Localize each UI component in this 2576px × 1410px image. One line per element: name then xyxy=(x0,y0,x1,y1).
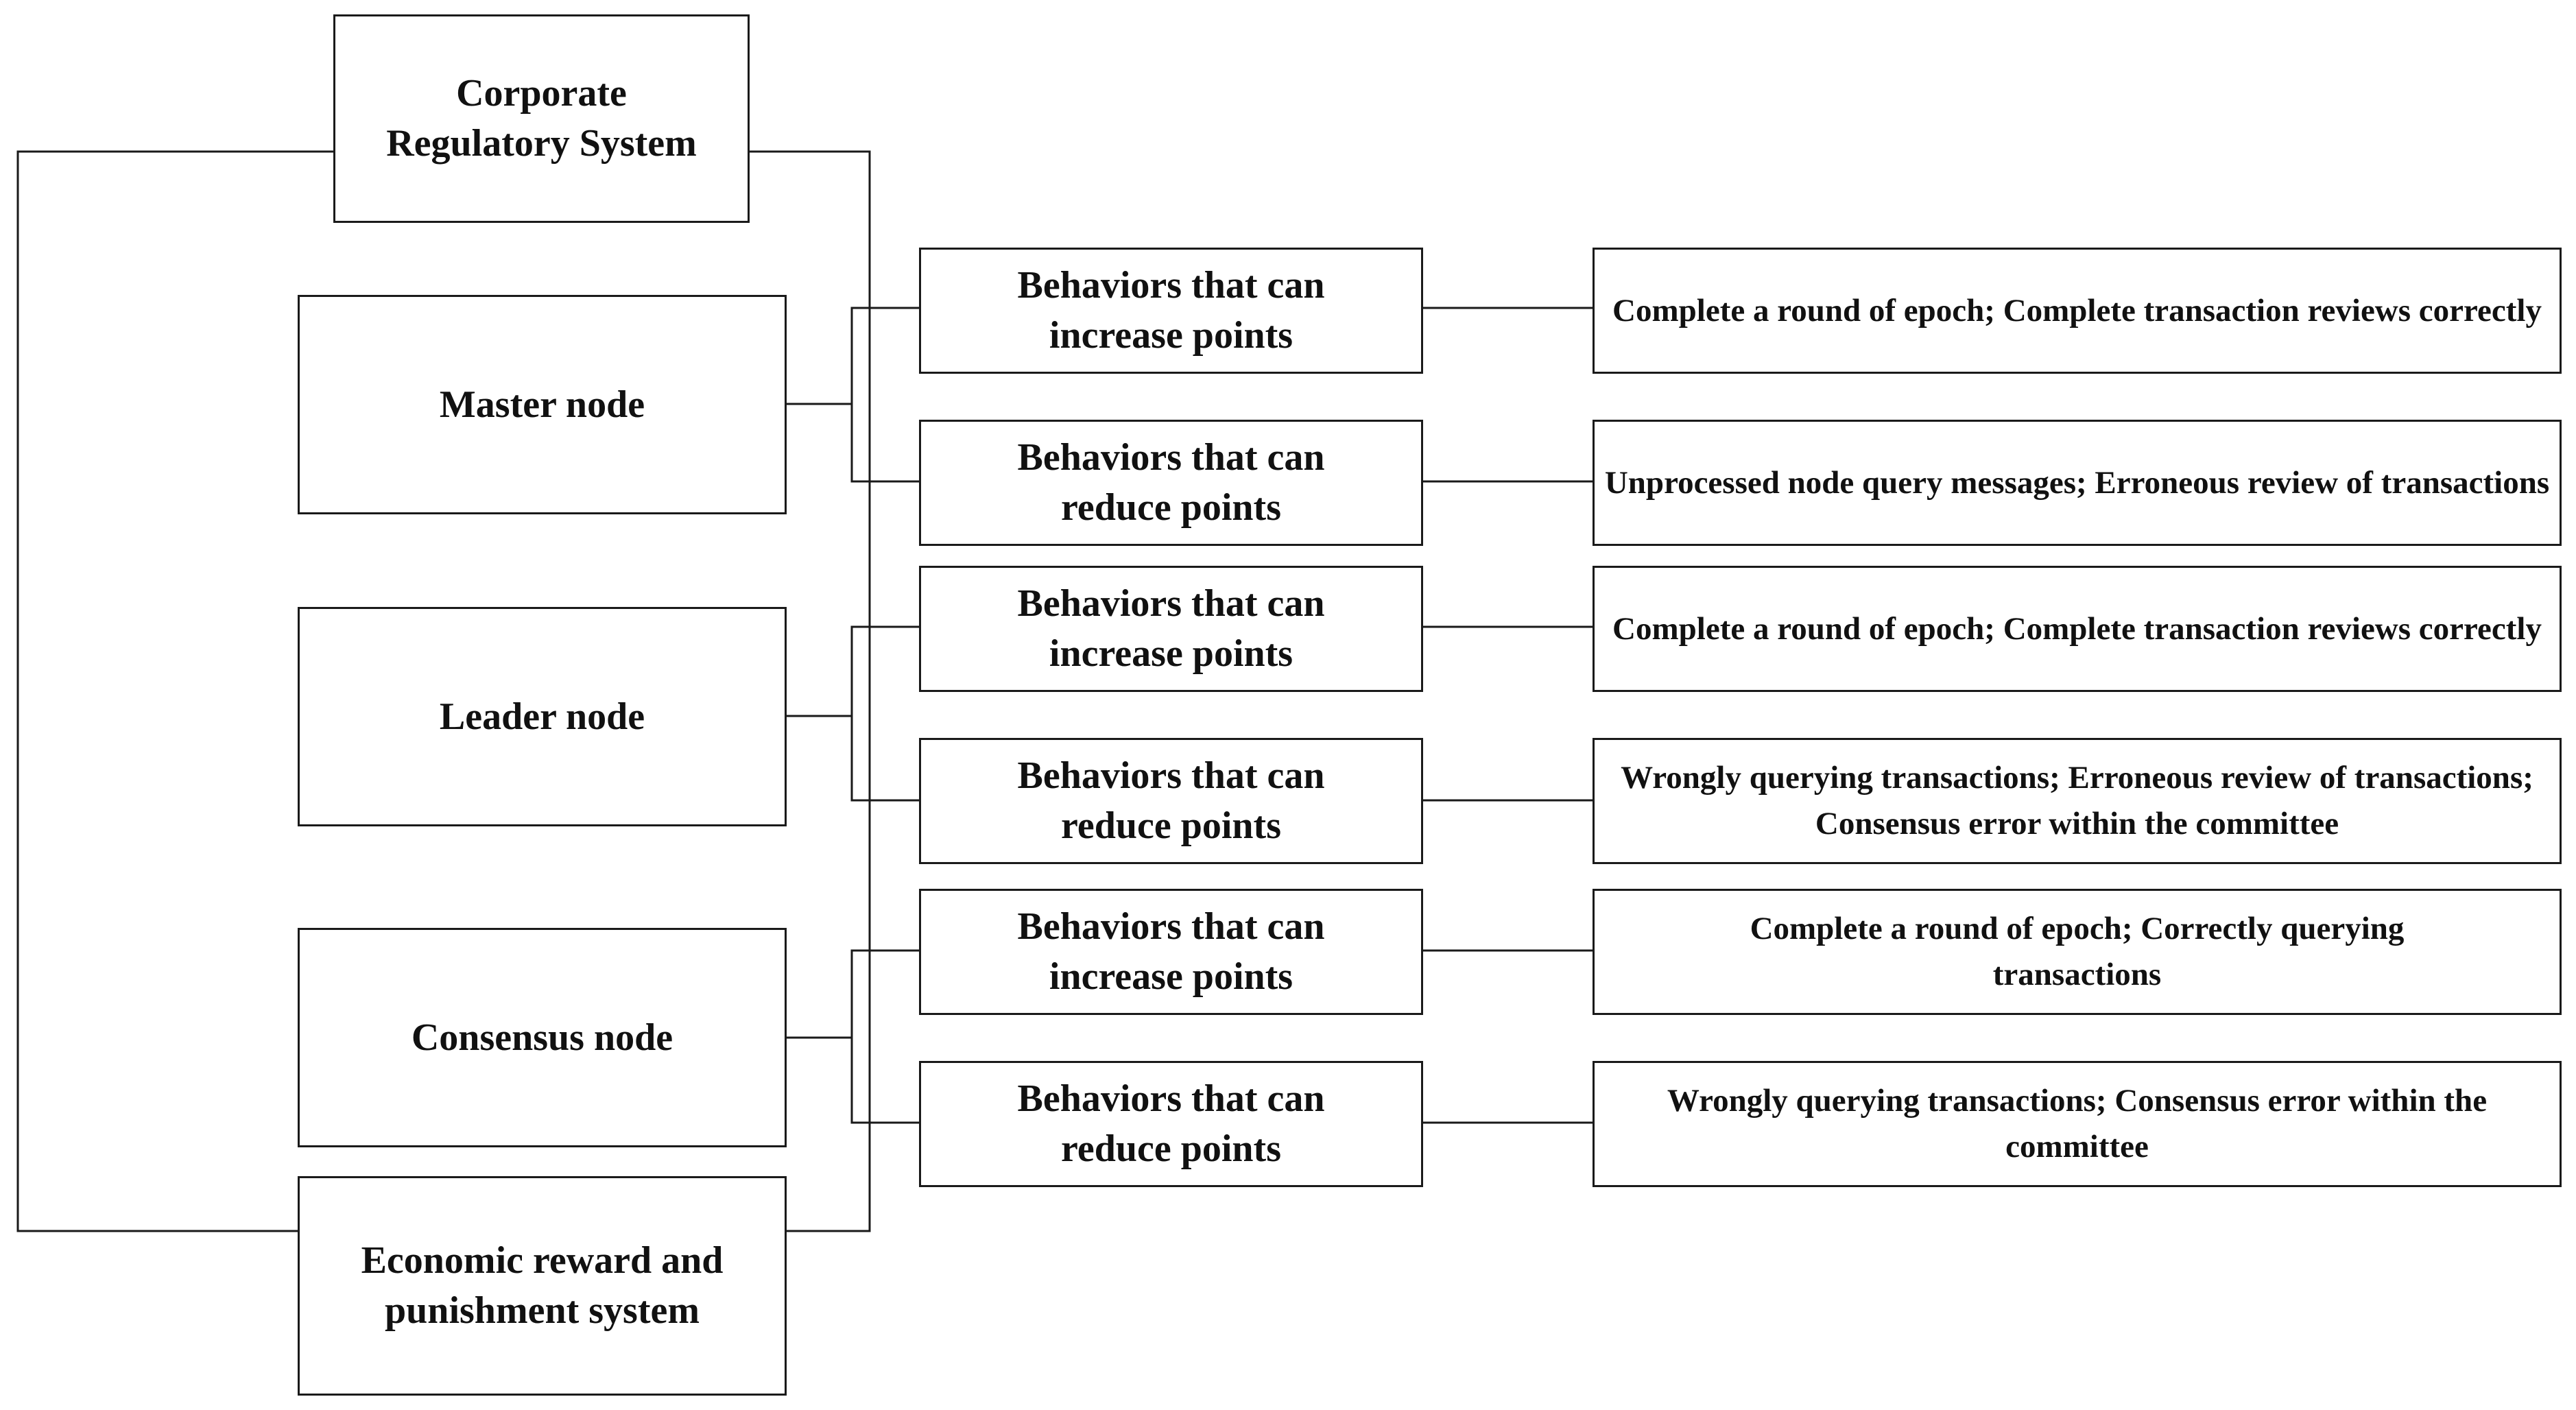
leader-reduce-box: Behaviors that can reduce points xyxy=(919,738,1423,864)
behavior-detail-text: Unprocessed node query messages; Erroneo… xyxy=(1604,464,2550,501)
behavior-detail-text: Wrongly querying transactions; Consensus… xyxy=(1667,1083,2488,1164)
behavior-label: Behaviors that can increase points xyxy=(1017,582,1325,675)
behavior-detail-text: Complete a round of epoch; Complete tran… xyxy=(1612,292,2542,328)
master-reduce-box: Behaviors that can reduce points xyxy=(919,420,1423,546)
consensus-increase-box: Behaviors that can increase points xyxy=(919,889,1423,1015)
behavior-label: Behaviors that can increase points xyxy=(1017,905,1325,998)
behavior-detail-text: Complete a round of epoch; Correctly que… xyxy=(1750,911,2405,992)
master-reduce-detail-box: Unprocessed node query messages; Erroneo… xyxy=(1593,420,2562,546)
consensus-node-box: Consensus node xyxy=(298,928,787,1147)
consensus-increase-detail-box: Complete a round of epoch; Correctly que… xyxy=(1593,889,2562,1015)
economic-system-box: Economic reward and punishment system xyxy=(298,1176,787,1396)
leader-increase-box: Behaviors that can increase points xyxy=(919,566,1423,692)
behavior-label: Behaviors that can reduce points xyxy=(1017,754,1325,847)
leader-reduce-detail-box: Wrongly querying transactions; Erroneous… xyxy=(1593,738,2562,864)
master-increase-box: Behaviors that can increase points xyxy=(919,248,1423,374)
behavior-detail-text: Complete a round of epoch; Complete tran… xyxy=(1612,610,2542,647)
master-increase-detail-box: Complete a round of epoch; Complete tran… xyxy=(1593,248,2562,374)
consensus-reduce-detail-box: Wrongly querying transactions; Consensus… xyxy=(1593,1061,2562,1187)
leader-node-label: Leader node xyxy=(439,695,645,738)
consensus-node-label: Consensus node xyxy=(411,1016,673,1059)
leader-node-box: Leader node xyxy=(298,607,787,826)
consensus-reduce-box: Behaviors that can reduce points xyxy=(919,1061,1423,1187)
behavior-detail-text: Wrongly querying transactions; Erroneous… xyxy=(1621,760,2533,841)
connector-top-left xyxy=(16,150,333,1232)
leader-increase-detail-box: Complete a round of epoch; Complete tran… xyxy=(1593,566,2562,692)
economic-system-label: Economic reward and punishment system xyxy=(361,1239,724,1332)
behavior-label: Behaviors that can reduce points xyxy=(1017,1077,1325,1170)
master-node-label: Master node xyxy=(439,383,645,426)
connector-master-split xyxy=(850,307,919,483)
corporate-regulatory-system-box: Corporate Regulatory System xyxy=(333,14,750,223)
behavior-label: Behaviors that can increase points xyxy=(1017,264,1325,357)
corporate-regulatory-system-label: Corporate Regulatory System xyxy=(386,72,697,165)
connector-leader-split xyxy=(850,625,919,802)
connector-consensus-split xyxy=(850,949,919,1124)
behavior-label: Behaviors that can reduce points xyxy=(1017,436,1325,529)
connector-top-right xyxy=(749,150,871,1232)
master-node-box: Master node xyxy=(298,295,787,514)
